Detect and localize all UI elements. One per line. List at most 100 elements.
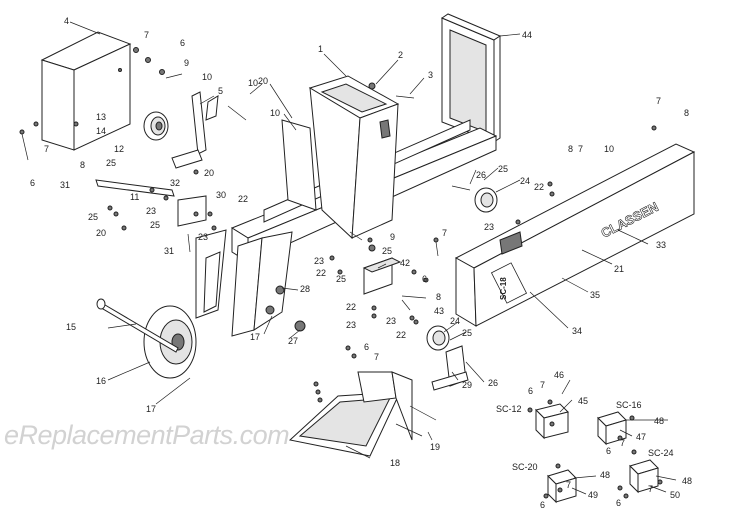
callout-9: 9 xyxy=(390,232,395,242)
callout-29: 29 xyxy=(462,380,472,390)
callout-5: 5 xyxy=(218,86,223,96)
callout-15: 15 xyxy=(66,322,76,332)
callout-33: 33 xyxy=(656,240,666,250)
callout-23: 23 xyxy=(314,256,324,266)
callout-3: 3 xyxy=(428,70,433,80)
label-sc12: SC-12 xyxy=(496,404,522,414)
label-sc16: SC-16 xyxy=(616,400,642,410)
callout-49: 49 xyxy=(588,490,598,500)
callout-6: 6 xyxy=(616,498,621,508)
callout-22: 22 xyxy=(534,182,544,192)
callout-13: 13 xyxy=(96,112,106,122)
callout-23: 23 xyxy=(346,320,356,330)
callout-44: 44 xyxy=(522,30,532,40)
callout-17: 17 xyxy=(250,332,260,342)
callout-7: 7 xyxy=(374,352,379,362)
side-plate xyxy=(281,119,317,211)
callout-8: 8 xyxy=(568,144,573,154)
logo-badge-part-35 xyxy=(499,231,523,255)
subassembly-labels: SC-12 SC-16 SC-20 SC-24 xyxy=(496,400,674,472)
callout-27: 27 xyxy=(288,336,298,346)
callout-20: 20 xyxy=(96,228,106,238)
hopper-chute-part-1 xyxy=(308,75,400,240)
callout-20: 20 xyxy=(258,76,268,86)
callout-25: 25 xyxy=(462,328,472,338)
callout-45: 45 xyxy=(578,396,588,406)
subassembly-sc12-block xyxy=(535,403,569,440)
callout-26: 26 xyxy=(476,170,486,180)
callout-7: 7 xyxy=(144,30,149,40)
callout-7: 7 xyxy=(540,380,545,390)
callout-21: 21 xyxy=(614,264,624,274)
callout-18: 18 xyxy=(390,458,400,468)
callout-25: 25 xyxy=(106,158,116,168)
callout-2: 2 xyxy=(398,50,403,60)
callout-48: 48 xyxy=(682,476,692,486)
callout-6: 6 xyxy=(606,446,611,456)
belt-guard-part-4 xyxy=(40,31,132,151)
callout-11: 11 xyxy=(130,192,139,202)
callout-1: 1 xyxy=(318,44,323,54)
callout-6: 6 xyxy=(528,386,533,396)
callout-35: 35 xyxy=(590,290,600,300)
callout-24: 24 xyxy=(450,316,460,326)
callout-7: 7 xyxy=(566,480,571,490)
callout-20: 20 xyxy=(204,168,214,178)
hood-cover-part-21: CLASSEN SC-18 xyxy=(454,143,696,327)
pulley-part-24-lower xyxy=(426,325,450,351)
callout-24: 24 xyxy=(520,176,530,186)
callout-10: 10 xyxy=(604,144,614,154)
callout-22: 22 xyxy=(316,268,326,278)
callout-48: 48 xyxy=(654,416,664,426)
pulley-part-12 xyxy=(143,111,169,141)
callout-8: 8 xyxy=(436,292,441,302)
label-sc24: SC-24 xyxy=(648,448,674,458)
bolt-part-19 xyxy=(395,405,437,437)
callout-6: 6 xyxy=(422,274,427,284)
callout-17: 17 xyxy=(146,404,156,414)
hardware-fasteners xyxy=(19,47,663,499)
callout-25: 25 xyxy=(336,274,346,284)
callout-43: 43 xyxy=(434,306,444,316)
callout-10: 10 xyxy=(270,108,280,118)
callout-48: 48 xyxy=(600,470,610,480)
callout-14: 14 xyxy=(96,126,106,136)
hood-model-label: SC-18 xyxy=(499,277,508,300)
callout-23: 23 xyxy=(386,316,396,326)
callout-10: 10 xyxy=(248,78,258,88)
callout-12: 12 xyxy=(114,144,124,154)
callout-26: 26 xyxy=(488,378,498,388)
callout-7: 7 xyxy=(648,484,653,494)
subassembly-sc24-block xyxy=(629,459,659,494)
callout-4: 4 xyxy=(64,16,69,26)
callout-22: 22 xyxy=(346,302,356,312)
callout-46: 46 xyxy=(554,370,564,380)
callout-23: 23 xyxy=(484,222,494,232)
subassembly-sc20-block xyxy=(547,469,577,504)
leader-lines xyxy=(69,21,677,495)
watermark: eReplacementParts.com xyxy=(4,420,289,450)
callout-42: 42 xyxy=(400,258,410,268)
bracket-part-30 xyxy=(177,195,207,227)
callout-6: 6 xyxy=(30,178,35,188)
callout-23: 23 xyxy=(198,232,208,242)
callout-25: 25 xyxy=(150,220,160,230)
discharge-chute-part-18 xyxy=(288,371,413,457)
handle-frame-part-44 xyxy=(440,13,502,143)
bracket-part-42 xyxy=(362,257,402,295)
callout-31: 31 xyxy=(164,246,174,256)
callout-25: 25 xyxy=(498,164,508,174)
label-sc20: SC-20 xyxy=(512,462,538,472)
callout-8: 8 xyxy=(80,160,85,170)
callout-22: 22 xyxy=(396,330,406,340)
callout-9: 9 xyxy=(184,58,189,68)
callout-22: 22 xyxy=(238,194,248,204)
callout-10: 10 xyxy=(202,72,212,82)
callout-31: 31 xyxy=(60,180,70,190)
callout-7: 7 xyxy=(620,438,625,448)
axle-part-15 xyxy=(96,298,179,353)
arm-part-29 xyxy=(431,345,469,391)
callout-47: 47 xyxy=(636,432,646,442)
callout-8: 8 xyxy=(684,108,689,118)
